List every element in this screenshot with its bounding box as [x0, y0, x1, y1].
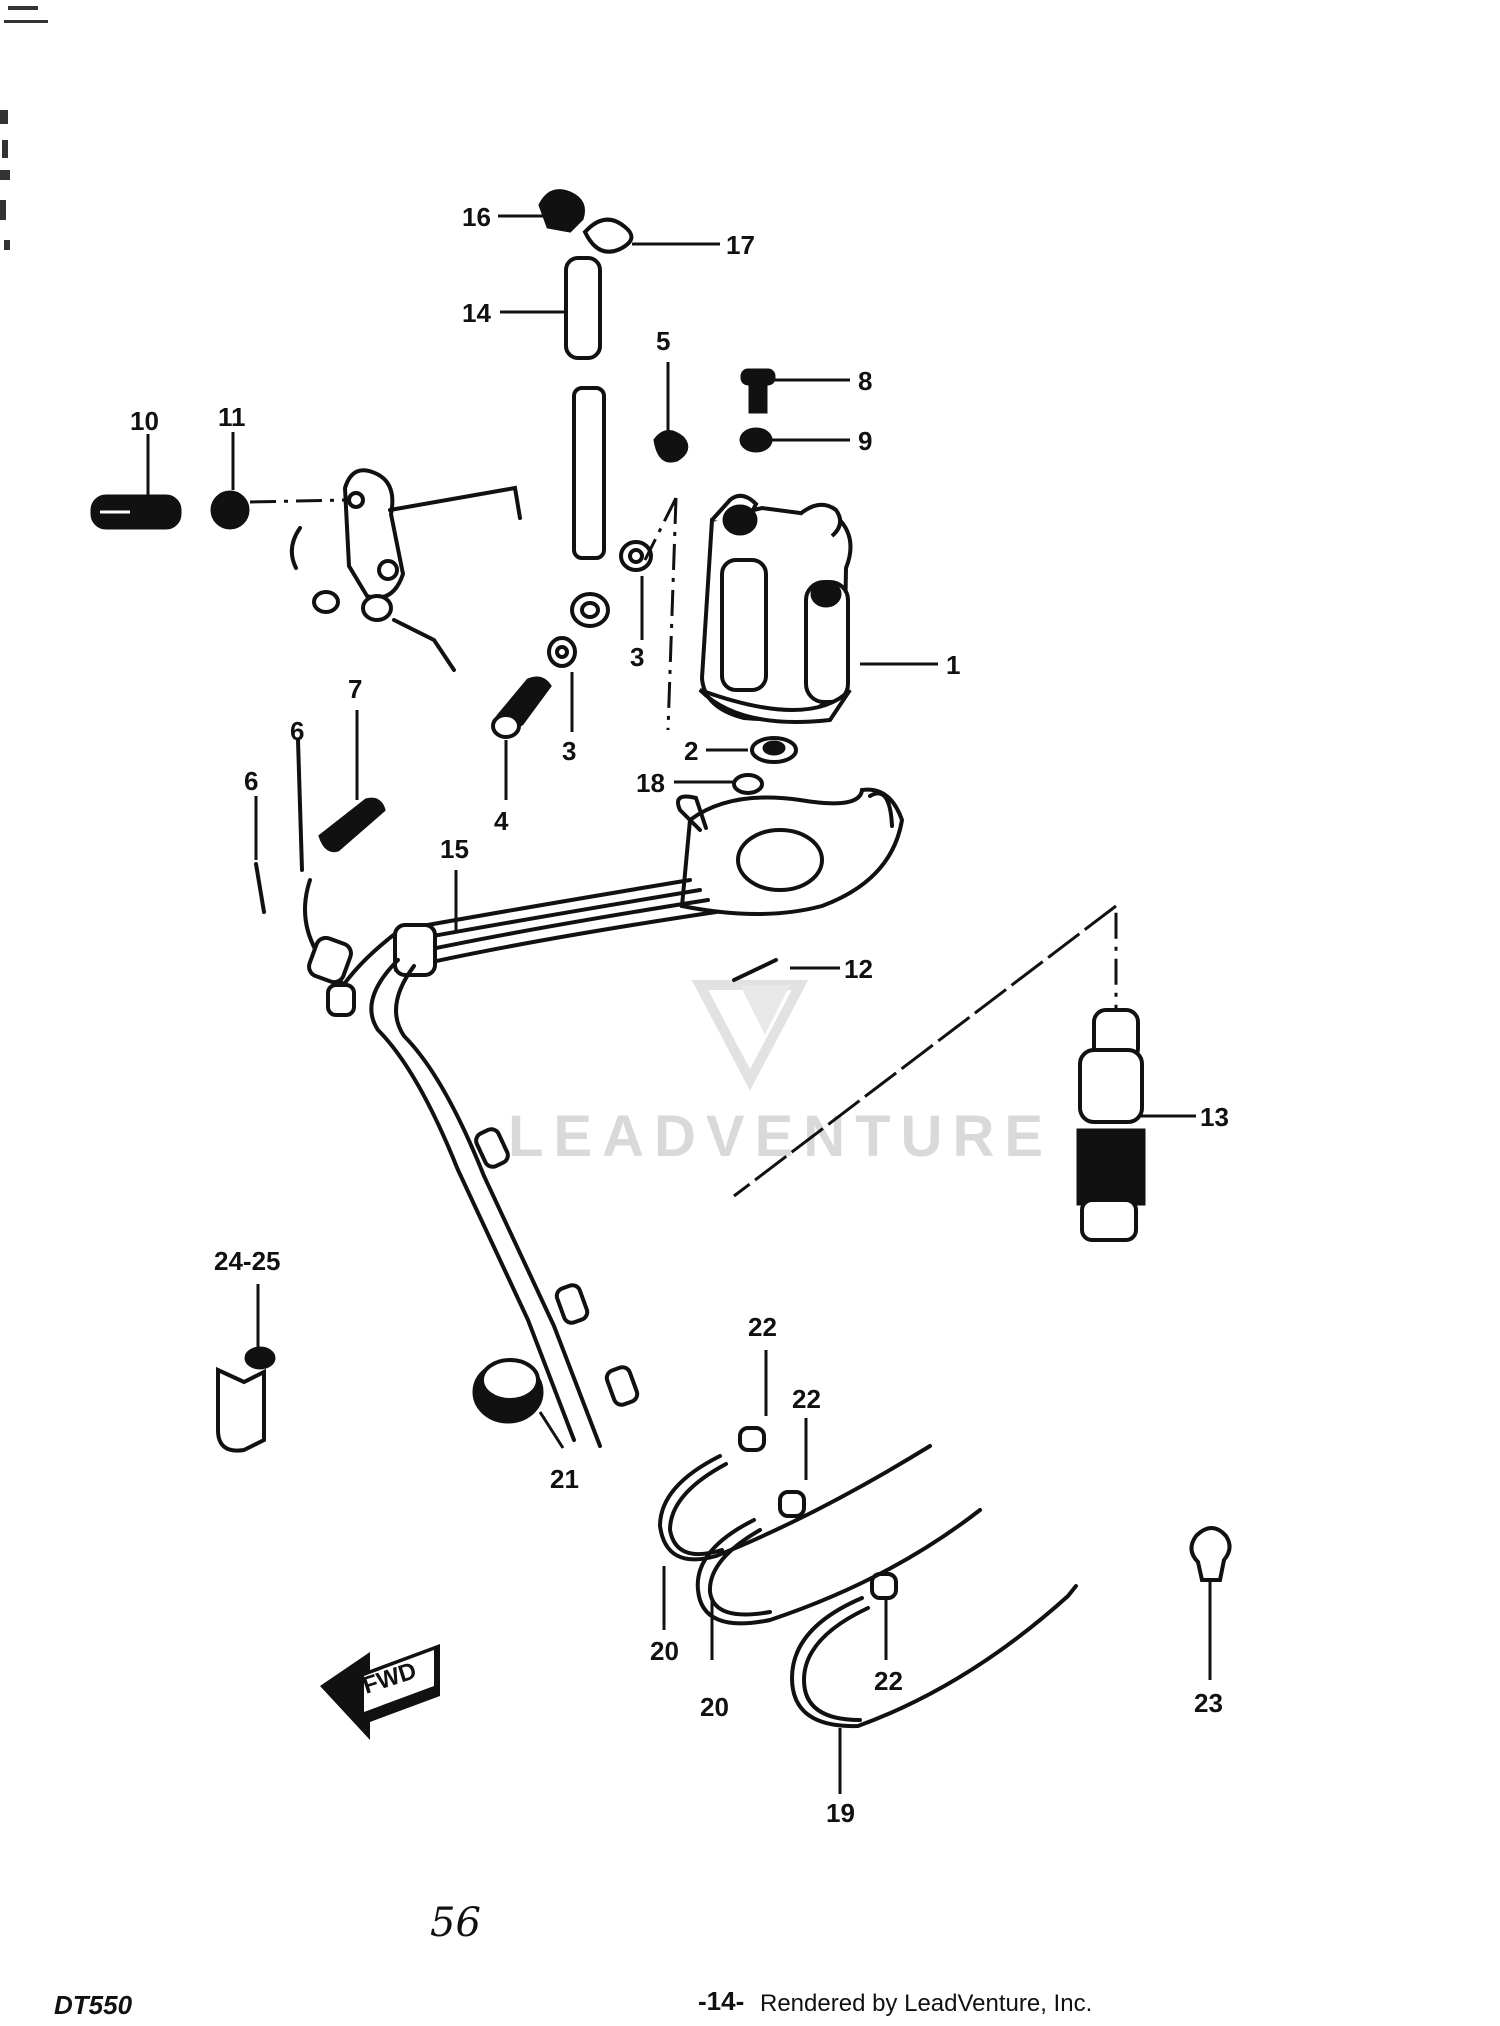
label-17: 17	[726, 230, 755, 260]
throttle-linkage-bracket	[289, 468, 522, 672]
part-8-screw: 8	[740, 366, 872, 414]
model-code: DT550	[54, 1990, 133, 2020]
label-15: 15	[440, 834, 469, 864]
part-17-hose-clip: 17	[582, 217, 755, 260]
part-10-bolt: 10	[90, 406, 182, 530]
part-2-gear: 2	[684, 736, 798, 766]
label-16: 16	[462, 202, 491, 232]
part-14-hose: 14	[462, 256, 602, 360]
label-4: 4	[494, 806, 509, 836]
fuel-pipe	[570, 386, 610, 628]
part-20-hose-b: 20	[695, 1508, 982, 1722]
label-10: 10	[130, 406, 159, 436]
scan-artifacts	[0, 6, 48, 250]
part-4-bolt: 4	[491, 676, 552, 836]
render-credit: Rendered by LeadVenture, Inc.	[760, 1990, 1093, 2017]
part-6-pin-a: 6	[290, 716, 304, 872]
label-11: 11	[218, 402, 246, 432]
part-23-cap: 23	[1189, 1526, 1232, 1718]
part-11-nut: 11	[210, 402, 346, 530]
label-5: 5	[656, 326, 670, 356]
label-23: 23	[1194, 1688, 1223, 1718]
part-22-joint-b: 22	[778, 1384, 821, 1518]
label-20b: 20	[700, 1692, 729, 1722]
part-3-washer-upper: 3	[619, 540, 653, 672]
label-6a: 6	[290, 716, 304, 746]
label-22c: 22	[874, 1666, 903, 1696]
watermark-text: LEADVENTURE	[508, 1104, 1053, 1169]
label-3-lower: 3	[562, 736, 576, 766]
part-15-plate-and-harness: 15	[303, 787, 905, 1448]
part-18-washer: 18	[636, 768, 764, 798]
label-13: 13	[1200, 1102, 1229, 1132]
part-19-hose: 19	[789, 1584, 1078, 1828]
label-8: 8	[858, 366, 872, 396]
part-21-grommet: 21	[472, 1358, 579, 1494]
part-20-hose-a: 20	[650, 1444, 932, 1666]
label-1: 1	[946, 650, 960, 680]
page-number: -14-	[698, 1986, 745, 2016]
part-12-pin: 12	[732, 954, 873, 984]
label-6b: 6	[244, 766, 258, 796]
label-20a: 20	[650, 1636, 679, 1666]
label-9: 9	[858, 426, 872, 456]
label-2: 2	[684, 736, 698, 766]
forward-direction-arrow: FWD	[320, 1644, 440, 1740]
part-22-joint-c: 22	[870, 1572, 903, 1696]
label-22b: 22	[792, 1384, 821, 1414]
part-13-drive-shaft: 13	[1076, 1008, 1229, 1242]
label-12: 12	[844, 954, 873, 984]
label-18: 18	[636, 768, 665, 798]
part-6-pin-b: 6	[244, 766, 266, 914]
part-24-25-clamp: 24-25	[214, 1246, 281, 1453]
leadventure-watermark: LEADVENTURE	[508, 980, 1053, 1169]
label-24-25: 24-25	[214, 1246, 281, 1276]
part-3-washer-lower: 3	[547, 636, 577, 766]
part-9-washer: 9	[739, 426, 872, 456]
assembly-guide-line-upper	[643, 497, 678, 731]
label-21: 21	[550, 1464, 579, 1494]
label-19: 19	[826, 1798, 855, 1828]
label-3-upper: 3	[630, 642, 644, 672]
part-1-distributor: 1	[698, 493, 960, 724]
label-7: 7	[348, 674, 362, 704]
assembly-guide-line-lower	[733, 902, 1118, 1198]
part-16-clamp: 16	[462, 189, 585, 233]
part-5-nut: 5	[653, 326, 689, 463]
label-14: 14	[462, 298, 491, 328]
part-22-joint-a: 22	[738, 1312, 777, 1452]
label-22a: 22	[748, 1312, 777, 1342]
handwritten-note: 56	[430, 1900, 481, 1946]
part-7-bolt: 7	[318, 674, 386, 853]
